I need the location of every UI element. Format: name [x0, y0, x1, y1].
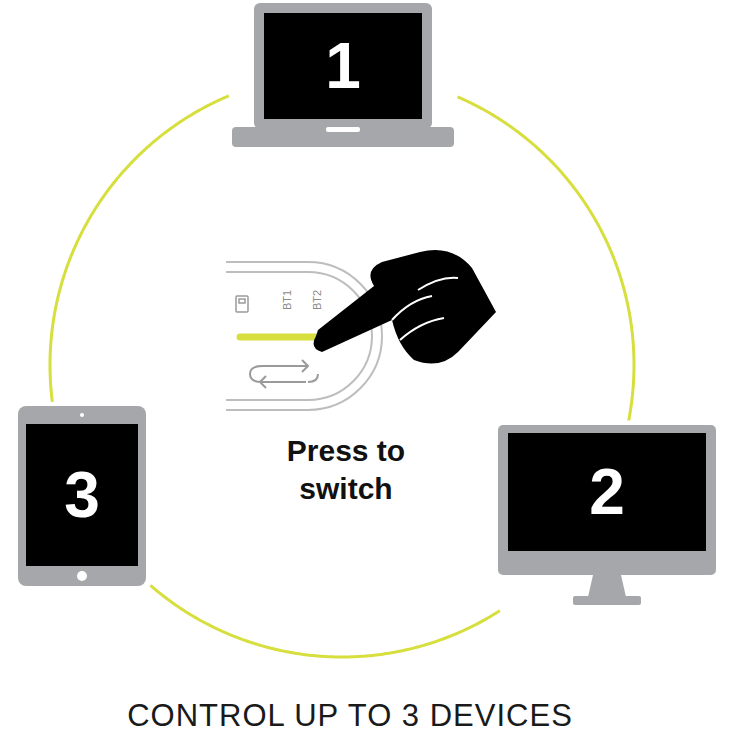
switch-slider — [240, 334, 318, 341]
bluetooth-channel-label: BT1 — [281, 284, 295, 316]
ring-connector — [50, 96, 229, 402]
mouse-outline — [226, 262, 382, 410]
pointing-hand — [314, 250, 496, 364]
bluetooth-channel-label: BT2 — [311, 284, 325, 316]
device-number: 2 — [508, 433, 706, 551]
tablet-device: 3 — [18, 406, 146, 586]
laptop-device: 1 — [232, 3, 454, 153]
device-number: 3 — [26, 424, 138, 566]
monitor-device: 2 — [498, 425, 716, 607]
usb-icon — [236, 296, 248, 312]
title: CONTROL UP TO 3 DEVICES — [0, 698, 700, 734]
ring-connector — [150, 585, 499, 657]
ring-connector — [457, 97, 634, 421]
instruction-text: Press to switch — [268, 432, 424, 507]
device-number: 1 — [264, 13, 422, 119]
switch-arrows-icon — [250, 360, 318, 388]
